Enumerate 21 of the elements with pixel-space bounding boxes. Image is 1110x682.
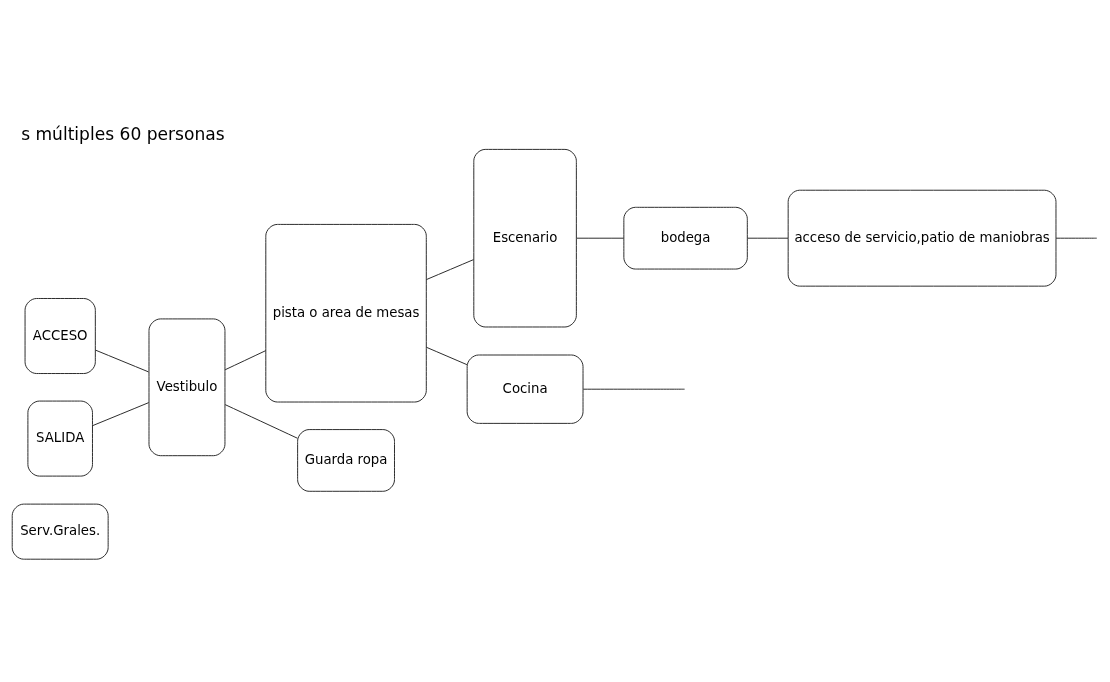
- node-box: Cocina: [466, 354, 584, 424]
- node-box: Guarda ropa: [297, 429, 395, 492]
- connector: [92, 402, 150, 427]
- connector: [1055, 237, 1098, 239]
- diagram-title: s múltiples 60 personas: [21, 124, 225, 145]
- node-box: pista o area de mesas: [265, 223, 427, 403]
- node-box: bodega: [623, 206, 748, 270]
- connector: [747, 237, 789, 239]
- connector: [576, 237, 625, 239]
- node-box: Vestibulo: [148, 318, 226, 457]
- node-box: Serv.Grales.: [11, 503, 109, 560]
- connector: [224, 404, 298, 439]
- node-box: ACCESO: [24, 298, 96, 374]
- connector: [426, 259, 475, 280]
- connector: [224, 350, 267, 371]
- node-box: Escenario: [473, 148, 577, 328]
- node-box: SALIDA: [27, 400, 93, 477]
- connector: [95, 349, 150, 373]
- connector: [426, 346, 468, 366]
- node-box: acceso de servicio,patio de maniobras: [787, 189, 1057, 287]
- connector: [582, 388, 686, 390]
